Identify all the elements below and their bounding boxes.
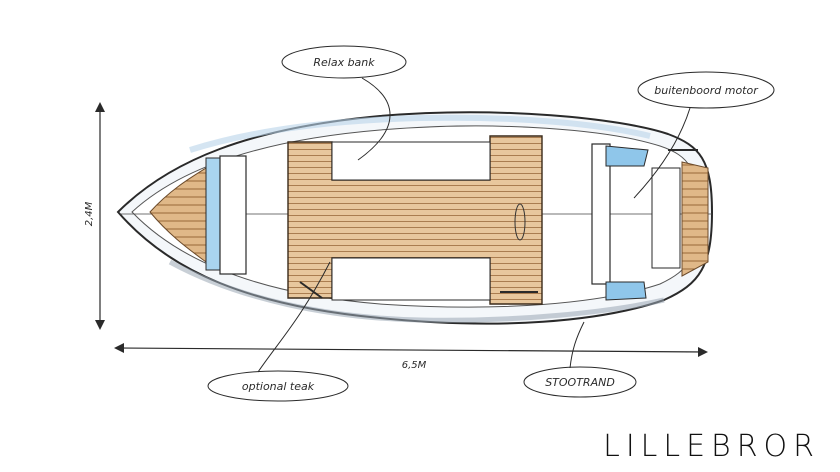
stern-window-bottom <box>605 281 647 301</box>
stern-bench <box>591 143 611 285</box>
central-deck <box>287 135 543 305</box>
stern-deck <box>591 143 709 301</box>
dimension-width-text: 2,4M <box>84 201 95 226</box>
callout-optional-teak-text: optional teak <box>242 380 315 393</box>
callout-leader <box>257 261 331 373</box>
callout-bubble <box>281 45 407 79</box>
dimension-length: 6,5M <box>114 343 708 371</box>
deck-hatch <box>514 203 526 241</box>
callout-stootrand: STOOTRAND <box>523 321 637 398</box>
hull-top-shadow <box>189 114 651 153</box>
callout-stootrand-text: STOOTRAND <box>545 376 615 389</box>
bow-window <box>205 157 221 271</box>
motor-well <box>651 167 681 269</box>
callout-leader <box>569 321 585 369</box>
callout-bubble <box>207 370 349 402</box>
callout-relax-bank-text: Relax bank <box>313 56 375 69</box>
callout-bubble <box>637 71 775 109</box>
dimension-width: 2,4M <box>84 102 105 330</box>
callout-leader <box>633 107 691 199</box>
callout-optional-teak: optional teak <box>207 261 349 402</box>
stern-teak-deck <box>681 161 709 277</box>
bow-bench <box>219 155 247 275</box>
lower-bench-seat <box>331 257 491 301</box>
callout-leader <box>357 77 391 161</box>
callout-motor-text: buitenboord motor <box>654 84 759 97</box>
hull-bottom-shadow <box>168 259 665 323</box>
bow-deck <box>149 155 247 275</box>
dimension-length-text: 6,5M <box>402 360 427 371</box>
brand-logo: LILLEBROR <box>603 429 820 464</box>
callout-relax-bank: Relax bank <box>281 45 407 161</box>
brand-logo-text: LILLEBROR <box>603 429 820 464</box>
stern-window-top <box>605 145 649 167</box>
callout-buitenboord-motor: buitenboord motor <box>633 71 775 199</box>
callout-bubble <box>523 366 637 398</box>
relax-bench-seat <box>331 141 491 181</box>
